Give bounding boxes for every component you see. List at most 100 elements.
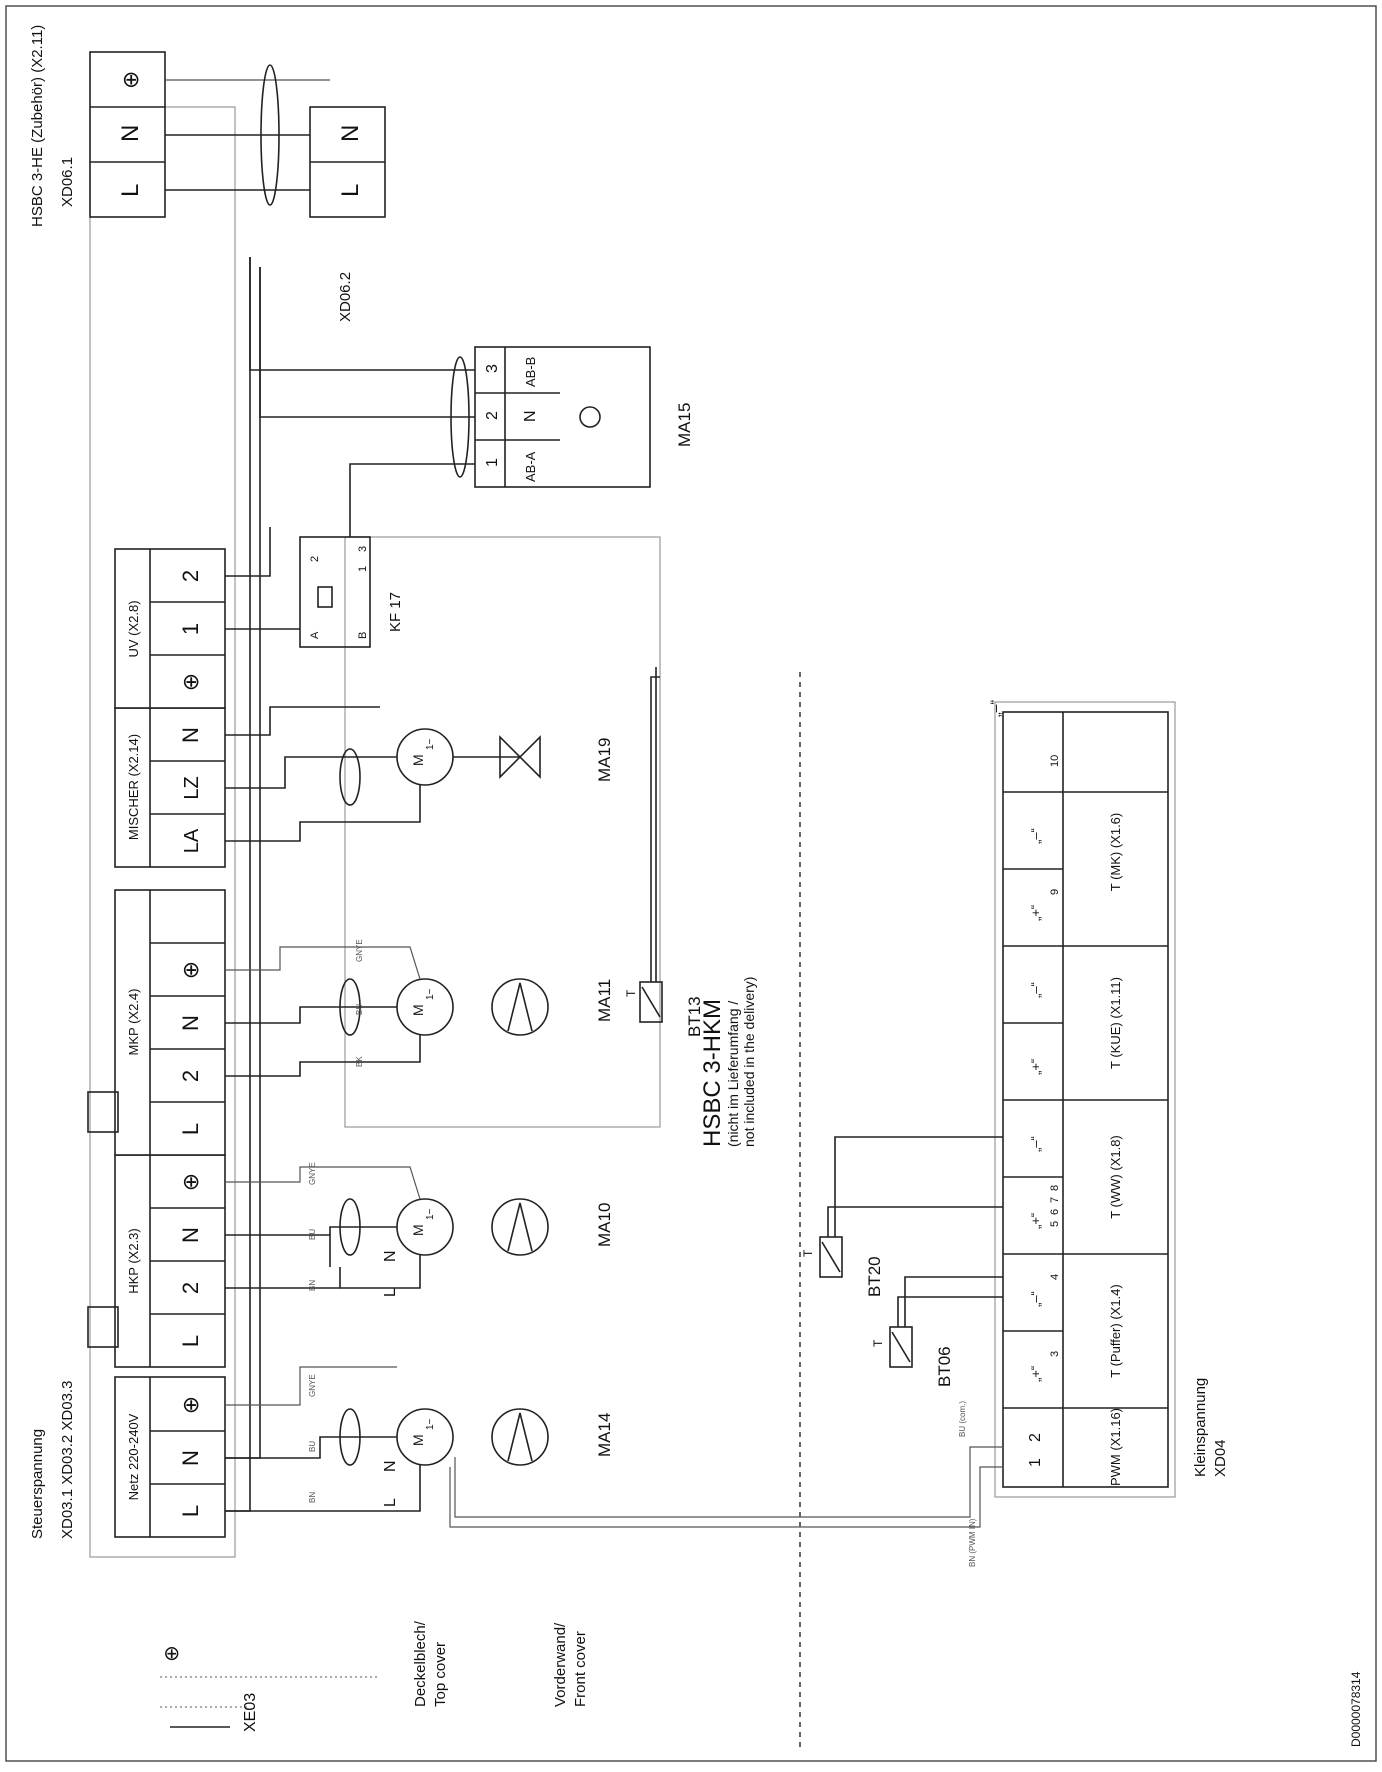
sensor-bt20: T BT20 [801, 1136, 1003, 1297]
label-hsbc-hkm: HSBC 3-HKM [699, 999, 726, 1147]
terminal-block-uv: UV (X2.8) ⊕ 1 2 [114, 548, 226, 709]
svg-text:3: 3 [357, 546, 369, 552]
label-bt20: BT20 [865, 1256, 884, 1297]
svg-text:„+“: „+“ [1028, 905, 1043, 921]
diagram-content: Netz 220-240V L N ⊕ HKP (X2.3) L 2 N ⊕ M… [29, 25, 1363, 1747]
svg-text:N: N [382, 1250, 399, 1262]
label-deckel-2: Top cover [432, 1642, 449, 1707]
svg-text:2: 2 [1027, 1433, 1044, 1442]
label-vorder-2: Front cover [572, 1631, 589, 1707]
svg-text:N: N [337, 125, 364, 142]
label-xd06-1: XD06.1 [59, 157, 76, 207]
terminal-block-xd04: PWM (X1.16) T (Puffer) (X1.4) T (WW) (X1… [994, 701, 1229, 1498]
label-bt13: BT13 [685, 996, 704, 1037]
group-label-netz: Netz 220-240V [126, 1413, 141, 1500]
ma15-term-3: 3 [484, 364, 501, 373]
label-ma15: MA15 [675, 403, 694, 447]
connector-xd06-2: L N XD06.2 [165, 64, 386, 322]
hkp-term-pe: ⊕ [178, 1173, 203, 1191]
label-hsbc-he: HSBC 3-HE (Zubehör) (X2.11) [29, 25, 46, 227]
xe03-pe: ⊕ [161, 1645, 183, 1662]
group-label-mischer: MISCHER (X2.14) [126, 734, 141, 840]
svg-text:10: 10 [1049, 755, 1061, 767]
svg-text:L: L [117, 184, 144, 197]
svg-text:1~: 1~ [425, 738, 436, 750]
group-label-hkp: HKP (X2.3) [126, 1228, 141, 1294]
quote-mark: „–“ [987, 700, 1003, 717]
label-hkm-sub-1: (nicht im Lieferumfang / [725, 1001, 741, 1147]
mkp-term-n: N [178, 1015, 203, 1031]
svg-text:BN: BN [308, 1280, 317, 1291]
motor-ma19: M 1~ MA19 [225, 706, 614, 842]
label-bn-pwm: BN (PWM IN) [968, 1518, 977, 1567]
motor-ma11: M 1~ MA11 BK BU GNYE [225, 939, 614, 1077]
xd04-group-pwm: PWM (X1.16) [1108, 1408, 1123, 1486]
svg-text:3: 3 [1049, 1351, 1061, 1357]
bridge-mkp [87, 1091, 119, 1133]
group-label-uv: UV (X2.8) [126, 600, 141, 657]
ma15-term-1: 1 [484, 458, 501, 467]
wire-pwm-bn [449, 1466, 1003, 1528]
label-ma19: MA19 [595, 738, 614, 782]
svg-text:M: M [410, 754, 426, 766]
svg-text:L: L [382, 1288, 399, 1297]
svg-text:N: N [382, 1460, 399, 1472]
svg-text:⊕: ⊕ [118, 71, 143, 89]
svg-text:1: 1 [357, 566, 369, 572]
svg-text:BK: BK [355, 1056, 364, 1067]
svg-text:M: M [410, 1004, 426, 1016]
connector-xd06-1: L N ⊕ XD06.1 [59, 51, 166, 218]
label-xe03: XE03 [242, 1693, 259, 1732]
label-kf17: KF 17 [387, 592, 404, 632]
label-ma11: MA11 [595, 979, 614, 1022]
terminal-block-mischer: MISCHER (X2.14) LA LZ N [114, 707, 226, 868]
svg-text:BU: BU [308, 1441, 317, 1452]
xd04-group-ww: T (WW) (X1.8) [1108, 1135, 1123, 1219]
svg-text:L: L [337, 184, 364, 197]
svg-text:GNYE: GNYE [355, 939, 364, 962]
label-doc-id: D0000078314 [1349, 1671, 1363, 1747]
wire-hkp-2-ma10 [225, 1267, 341, 1289]
uv-term-1: 1 [178, 623, 203, 635]
label-xd06-2: XD06.2 [337, 272, 354, 322]
motor-ma10: M 1~ MA10 BN BU GNYE L N [225, 1162, 614, 1297]
xd04-group-kue: T (KUE) (X1.11) [1108, 977, 1123, 1069]
label-deckel-1: Deckelblech/ [412, 1620, 429, 1707]
ma15-func-abb: AB-B [523, 357, 538, 387]
xd04-group-puffer: T (Puffer) (X1.4) [1108, 1284, 1123, 1377]
svg-text:T: T [871, 1339, 885, 1347]
wire-pwm-bu [454, 1446, 1003, 1518]
svg-text:1~: 1~ [425, 988, 436, 1000]
sensor-bt06: T BT06 [871, 1276, 1003, 1387]
svg-text:„+“: „+“ [1028, 1059, 1043, 1075]
svg-text:M: M [410, 1224, 426, 1236]
ground-xe03: ⊕ XE03 Deckelblech/ Top cover Vorderwand… [160, 1620, 589, 1732]
page-border [5, 5, 1377, 1762]
svg-text:9: 9 [1049, 889, 1061, 895]
svg-text:T: T [801, 1249, 815, 1257]
svg-text:8: 8 [1049, 1185, 1061, 1191]
hkp-term-l: L [178, 1335, 203, 1347]
netz-term-n: N [178, 1450, 203, 1466]
valve-ma15: 1 2 3 AB-A N AB-B MA15 [249, 257, 694, 537]
svg-text:BU: BU [308, 1229, 317, 1240]
terminal-block-netz: Netz 220-240V L N ⊕ [114, 1376, 226, 1538]
label-xd04: XD04 [1212, 1439, 1229, 1477]
svg-text:„+“: „+“ [1028, 1213, 1043, 1229]
hkp-term-n: N [178, 1227, 203, 1243]
svg-text:GNYE: GNYE [308, 1374, 317, 1397]
wire-netz-l [225, 257, 251, 1512]
mkp-term-pe: ⊕ [178, 961, 203, 979]
label-hkm-sub-2: not included in the delivery) [741, 977, 757, 1147]
svg-text:BU: BU [355, 1004, 364, 1015]
label-kleinspannung: Kleinspannung [1192, 1378, 1209, 1477]
netz-term-pe: ⊕ [178, 1396, 203, 1414]
bridge-hkp [87, 1306, 119, 1348]
svg-text:A: A [309, 631, 321, 639]
svg-text:„+“: „+“ [1028, 1366, 1043, 1382]
svg-text:GNYE: GNYE [308, 1162, 317, 1185]
terminal-block-mkp: MKP (X2.4) L 2 N ⊕ [114, 889, 226, 1156]
svg-text:„–“: „–“ [1028, 1136, 1043, 1152]
